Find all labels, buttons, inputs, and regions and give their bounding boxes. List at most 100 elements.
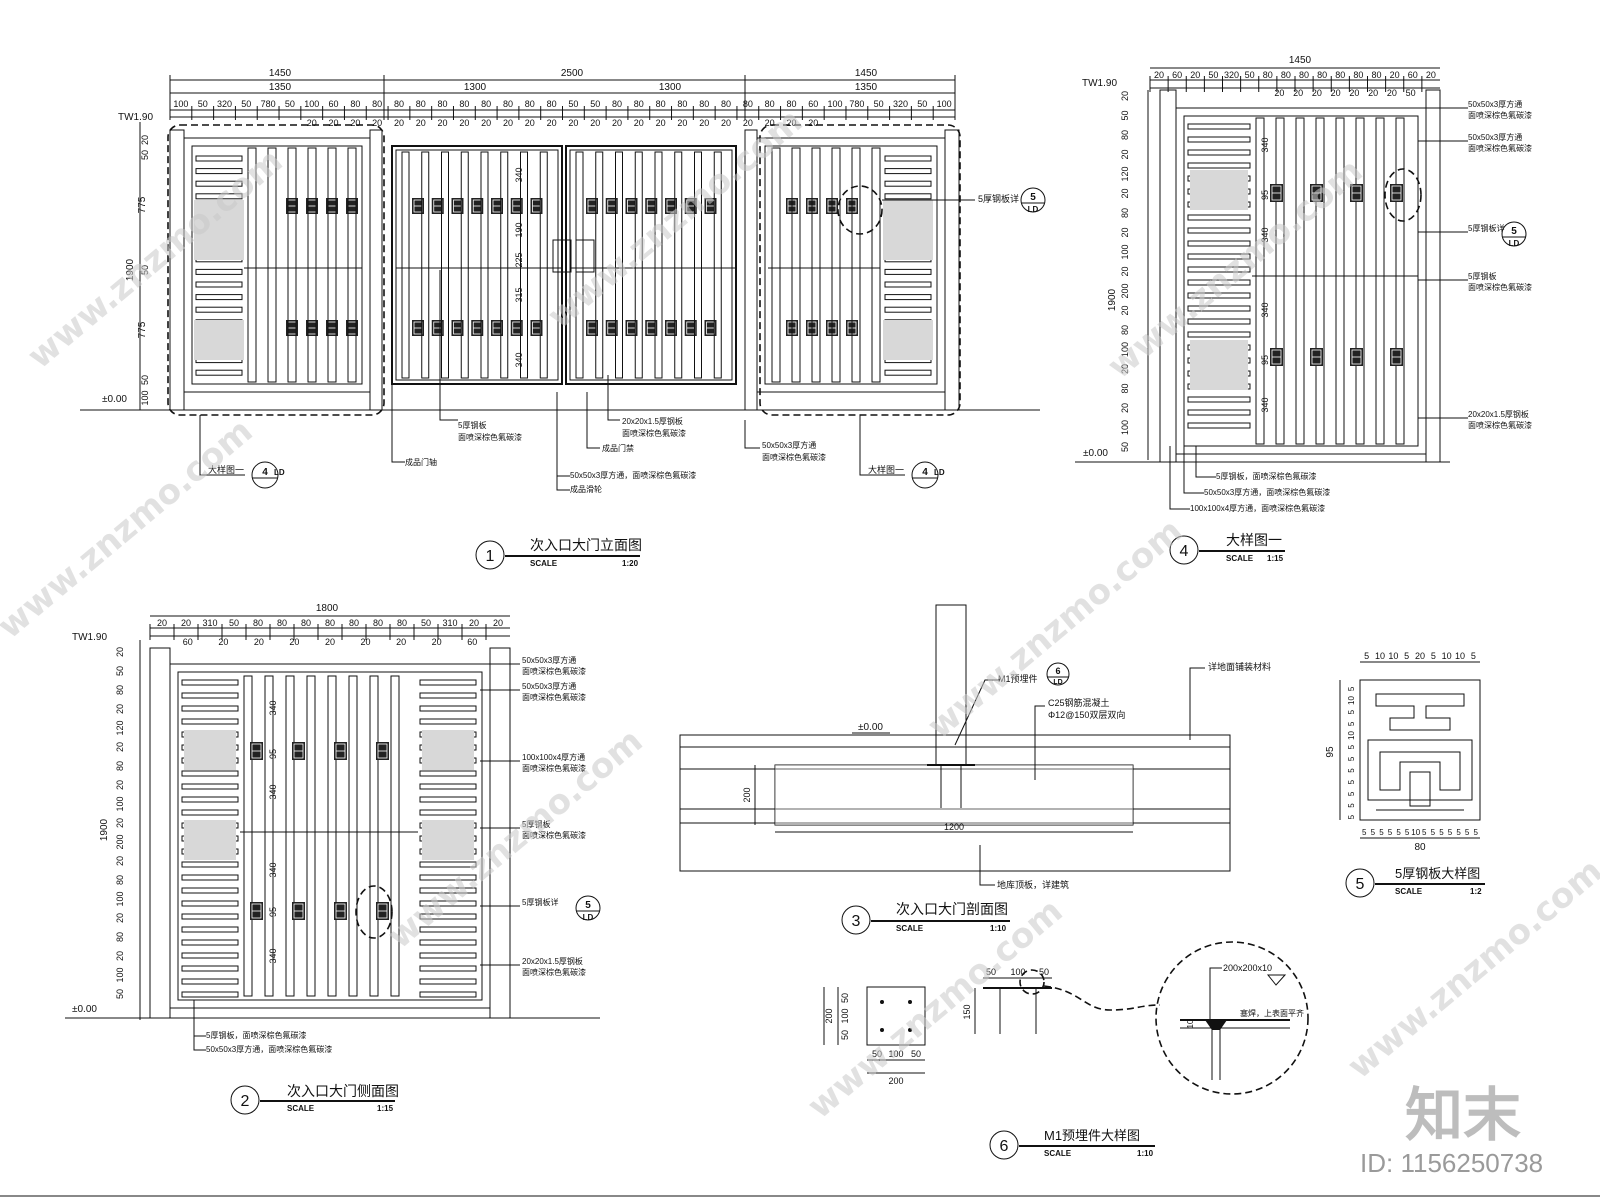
- d1-small-dim-b: 20: [329, 118, 339, 128]
- d5-top-dim: 10: [1388, 651, 1398, 661]
- d2-callout: 50x50x3厚方通: [522, 681, 576, 691]
- callout-20x20-sub: 面喷深棕色氟碳漆: [622, 428, 686, 438]
- d5-top-dim: 5: [1404, 651, 1409, 661]
- d2-small-dim: 20: [469, 618, 479, 628]
- d4-left-dim: 50: [1120, 110, 1130, 120]
- d5-left-dim: 5: [1347, 721, 1356, 726]
- d4-callout-sub: 面喷深棕色氟碳漆: [1468, 110, 1532, 120]
- d3-dim-1200: 1200: [944, 822, 964, 832]
- d1-small-dim-b: 20: [677, 118, 687, 128]
- drawing-3-section: 200 1200 ±0.00 M1预埋件 6 LD C25钢筋混凝土 Φ12@1…: [679, 604, 1271, 935]
- ref-ld-left: LD: [274, 468, 285, 477]
- d2-ref-ld: LD: [583, 913, 594, 922]
- scale-label-2: SCALE: [287, 1104, 315, 1113]
- d2-small-dim: 80: [397, 618, 407, 628]
- d5-left-dim: 10: [1347, 731, 1356, 740]
- d1-small-dim-b: 20: [699, 118, 709, 128]
- d1-small-dim: 80: [503, 99, 513, 109]
- d4-left-dim: 200: [1120, 283, 1130, 298]
- d2-callout-sub: 面喷深棕色氟碳漆: [522, 967, 586, 977]
- callout-50x50-b: 50x50x3厚方通，面喷深棕色氟碳漆: [570, 470, 696, 480]
- dim-775-bottom: 775: [137, 321, 148, 338]
- d1-small-dim: 80: [459, 99, 469, 109]
- dim-1300-left: 1300: [464, 82, 487, 93]
- d1-small-dim: 100: [304, 99, 319, 109]
- title-num-3: 3: [852, 913, 861, 930]
- d1-small-dim: 780: [261, 99, 276, 109]
- d1-small-dim: 80: [481, 99, 491, 109]
- d4-left-dim: 80: [1120, 130, 1130, 140]
- d4-left-dim: 20: [1120, 403, 1130, 413]
- d1-small-dim: 780: [849, 99, 864, 109]
- d2-left-dim: 20: [115, 913, 125, 923]
- d4-small-dim: 80: [1335, 70, 1345, 80]
- d4-small-dim2: 20: [1349, 88, 1359, 98]
- scale-4: 1:15: [1267, 554, 1284, 563]
- d2-callout: 5厚钢板详: [522, 897, 558, 907]
- d5-bot-dim: 5: [1388, 828, 1393, 837]
- d4-small-dim2: 20: [1312, 88, 1322, 98]
- scale-6: 1:10: [1137, 1149, 1154, 1158]
- d2-left-dim: 50: [115, 989, 125, 999]
- callout-access: 成品门禁: [602, 443, 634, 453]
- d4-left-dim: 100: [1120, 342, 1130, 357]
- d1-small-dim-b: 20: [612, 118, 622, 128]
- d2-callout: 100x100x4厚方通: [522, 752, 585, 762]
- ref-5-a: 5: [1030, 192, 1036, 203]
- d1-small-dim: 80: [547, 99, 557, 109]
- scale-label-4: SCALE: [1226, 554, 1254, 563]
- d3-callout-paving: 详地面铺装材料: [1208, 661, 1271, 672]
- d6-plan-left-total: 200: [824, 1008, 834, 1023]
- d3-callout-rebar: Φ12@150双层双向: [1048, 709, 1125, 720]
- d5-top-dim: 5: [1364, 651, 1369, 661]
- d5-bot-dim: 5: [1371, 828, 1376, 837]
- d4-small-dim2: 20: [1368, 88, 1378, 98]
- d1-small-dim-b: 20: [743, 118, 753, 128]
- d4-callout-sub: 面喷深棕色氟碳漆: [1468, 420, 1532, 430]
- d5-bot-dim: 5: [1448, 828, 1453, 837]
- d5-left-dim: 5: [1347, 686, 1356, 691]
- d6-side-top-dim: 50: [986, 967, 996, 977]
- d6-side-150: 150: [962, 1004, 972, 1019]
- d4-inner-dim: 95: [1260, 355, 1270, 365]
- d1-small-dim: 80: [350, 99, 360, 109]
- d6-plug-weld: 塞焊，上表面平齐: [1240, 1008, 1304, 1018]
- level-tw: TW1.90: [118, 112, 153, 123]
- d2-level-zero: ±0.00: [72, 1004, 97, 1015]
- dim-1350-left: 1350: [269, 82, 292, 93]
- d1-small-dim: 80: [372, 99, 382, 109]
- d4-callout-sub: 面喷深棕色氟碳漆: [1468, 143, 1532, 153]
- d5-left-dim: 5: [1347, 709, 1356, 714]
- d1-small-dim: 50: [874, 99, 884, 109]
- d2-left-dim: 100: [115, 967, 125, 982]
- d2-small-dim: 80: [253, 618, 263, 628]
- d1-small-dim-b: 20: [634, 118, 644, 128]
- d2-dim-1900: 1900: [99, 818, 110, 841]
- d1-small-dim: 60: [808, 99, 818, 109]
- d1-small-dim-b: 20: [481, 118, 491, 128]
- d4-left-dim: 20: [1120, 91, 1130, 101]
- d6-plan-left-dim: 50: [840, 1030, 850, 1040]
- d5-top-dim: 10: [1442, 651, 1452, 661]
- d5-dim-95: 95: [1325, 746, 1336, 758]
- title-num-4: 4: [1180, 543, 1189, 560]
- d4-small-dim: 320: [1224, 70, 1239, 80]
- d4-small-dim: 20: [1154, 70, 1164, 80]
- d4-left-dim: 20: [1120, 364, 1130, 374]
- d4-callout-low: 5厚钢板，面喷深棕色氟碳漆: [1216, 471, 1316, 481]
- d6-plan-left-dim: 100: [840, 1008, 850, 1023]
- d6-plan-bot-dim: 50: [872, 1049, 882, 1059]
- d5-top-dim: 10: [1375, 651, 1385, 661]
- d5-left-dim: 5: [1347, 803, 1356, 808]
- title-num-1: 1: [486, 548, 495, 565]
- d1-small-dim: 50: [285, 99, 295, 109]
- d4-small-dim: 80: [1263, 70, 1273, 80]
- scale-5: 1:2: [1470, 887, 1482, 896]
- d5-left-dim: 10: [1347, 696, 1356, 705]
- d1-small-dim: 80: [656, 99, 666, 109]
- d2-left-dim: 20: [115, 818, 125, 828]
